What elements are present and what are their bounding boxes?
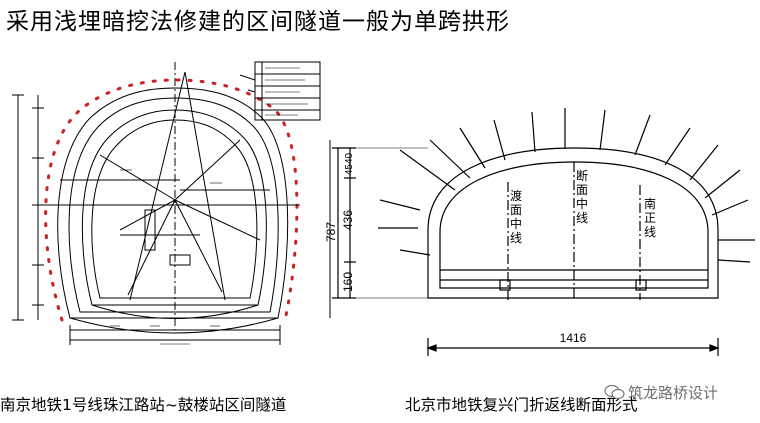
left-tunnel-drawing <box>12 61 331 345</box>
inner-lining <box>439 161 709 289</box>
lining-outer <box>57 87 289 319</box>
dim-middle: 436 <box>341 210 355 230</box>
right-caption: 北京市地铁复兴门折返线断面形式 <box>405 396 638 414</box>
callout-table <box>254 61 321 121</box>
left-annotation-marks <box>110 67 308 345</box>
dim-top: 4540 <box>344 152 355 175</box>
outer-shell <box>427 147 719 299</box>
outer-support-dots <box>44 78 299 322</box>
dim-width: 1416 <box>560 331 587 345</box>
invert-arc-outer <box>69 317 279 334</box>
label-right-centerline: 南正线 <box>644 196 656 239</box>
lining-innermost <box>91 119 258 299</box>
page-title: 采用浅埋暗挖法修建的区间隧道一般为单跨拱形 <box>6 9 510 35</box>
left-caption: 南京地铁1号线珠江路站~鼓楼站区间隧道 <box>0 396 287 414</box>
dim-total-height: 787 <box>324 222 338 242</box>
lining-inner <box>81 109 267 306</box>
rock-bolt <box>399 149 456 191</box>
wechat-icon <box>604 384 625 400</box>
label-left-centerline: 渡面中线 <box>510 188 522 245</box>
right-tunnel-drawing <box>332 108 755 356</box>
watermark-text: 筑龙路桥设计 <box>628 384 719 402</box>
label-center-centerline: 断面中线 <box>576 168 588 225</box>
dim-bottom: 160 <box>341 272 355 292</box>
